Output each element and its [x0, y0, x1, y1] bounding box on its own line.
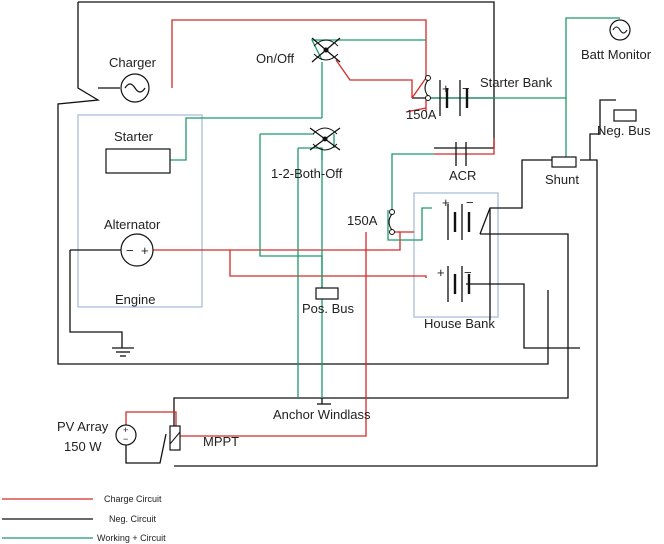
legend-working-label: Working + Circuit	[97, 533, 166, 543]
shunt-symbol	[551, 156, 577, 168]
charge-circuit-wires	[125, 19, 495, 437]
house-bank-battery-1	[447, 204, 471, 240]
house-bank-battery-2	[447, 266, 471, 302]
legend-neg-label: Neg. Circuit	[109, 514, 157, 524]
neg-bus-label: Neg. Bus	[597, 123, 651, 138]
negative-circuit-wires	[57, 1, 616, 467]
fuse-150a-top-label: 150A	[406, 107, 437, 122]
anchor-windlass-label: Anchor Windlass	[273, 407, 371, 422]
charger-label: Charger	[109, 55, 157, 70]
house-bank-2-minus: −	[464, 265, 472, 280]
pv-array-label-line2: 150 W	[64, 439, 102, 454]
acr-symbol	[455, 142, 467, 166]
neg-bus-symbol	[613, 109, 637, 122]
house-bank-label: House Bank	[424, 316, 495, 331]
on-off-switch-symbol	[311, 37, 341, 63]
pv-plus: +	[123, 425, 128, 435]
starter-label: Starter	[114, 129, 154, 144]
house-bank-2-plus: +	[437, 265, 445, 280]
batt-monitor-symbol	[609, 19, 631, 41]
working-circuit-wires	[170, 17, 620, 398]
acr-label: ACR	[449, 168, 476, 183]
pos-bus-symbol	[315, 287, 339, 300]
fuse-150a-top-symbol	[424, 75, 431, 101]
pos-bus-label: Pos. Bus	[302, 301, 355, 316]
ground-symbol	[112, 347, 134, 357]
pv-array-symbol	[115, 424, 137, 446]
batt-monitor-label: Batt Monitor	[581, 47, 652, 62]
on-off-label: On/Off	[256, 51, 294, 66]
engine-label: Engine	[115, 292, 155, 307]
legend: Charge Circuit Neg. Circuit Working + Ci…	[2, 494, 166, 543]
house-bank-box	[413, 192, 499, 318]
house-bank-1-minus: −	[466, 195, 474, 210]
legend-charge-label: Charge Circuit	[104, 494, 162, 504]
alternator-label: Alternator	[104, 217, 161, 232]
house-bank-1-plus: +	[442, 195, 450, 210]
starter-symbol	[105, 148, 171, 174]
pv-array-label-line1: PV Array	[57, 419, 109, 434]
selector-switch-symbol	[309, 127, 341, 151]
alternator-symbol	[120, 233, 154, 267]
pv-minus: −	[123, 434, 128, 444]
fuse-150a-mid-symbol	[388, 209, 395, 235]
mppt-label: MPPT	[203, 434, 239, 449]
fuse-150a-mid-label: 150A	[347, 213, 378, 228]
engine-block-box	[77, 114, 203, 308]
alternator-minus: −	[126, 243, 134, 258]
starter-bank-battery	[439, 80, 469, 116]
starter-bank-label: Starter Bank	[480, 75, 553, 90]
selector-label: 1-2-Both-Off	[271, 166, 343, 181]
alternator-plus: +	[141, 243, 149, 258]
starter-bank-plus: +	[442, 81, 450, 96]
charger-symbol	[120, 73, 150, 103]
shunt-label: Shunt	[545, 172, 579, 187]
starter-bank-minus: −	[462, 81, 470, 96]
